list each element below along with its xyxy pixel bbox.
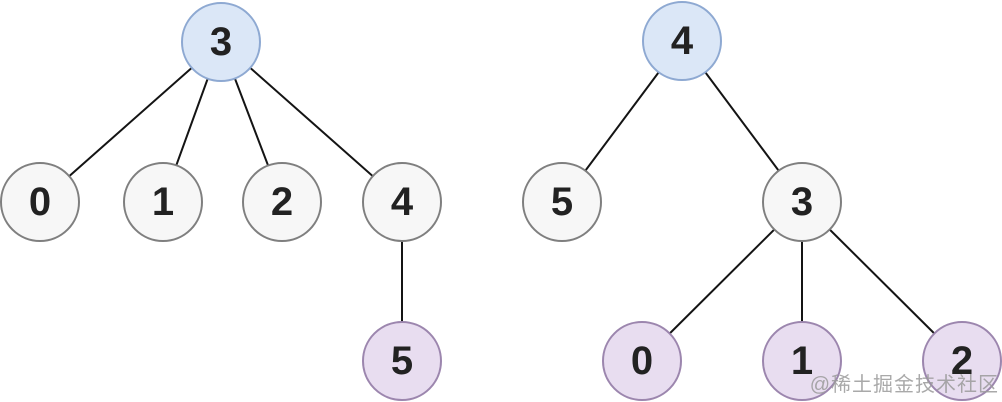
node-label: 5 — [390, 339, 414, 383]
node-label: 4 — [390, 180, 414, 224]
node-label: 1 — [151, 180, 175, 224]
tree-right-node-3: 3 — [762, 162, 842, 242]
tree-left-node-1: 1 — [123, 162, 203, 242]
tree-left-node-3: 3 — [181, 2, 261, 82]
node-label: 1 — [790, 339, 814, 383]
tree-left-node-4: 4 — [362, 162, 442, 242]
node-label: 3 — [209, 20, 233, 64]
tree-right-node-2: 2 — [922, 321, 1002, 401]
node-label: 4 — [670, 19, 694, 63]
node-label: 2 — [270, 180, 294, 224]
tree-left-node-5: 5 — [362, 321, 442, 401]
watermark-text: @稀土掘金技术社区 — [809, 374, 999, 396]
node-label: 2 — [950, 339, 974, 383]
tree-right-node-5: 5 — [522, 162, 602, 242]
tree-left-node-0: 0 — [0, 162, 80, 242]
tree-left-node-2: 2 — [242, 162, 322, 242]
node-label: 3 — [790, 180, 814, 224]
node-label: 0 — [630, 339, 654, 383]
tree-right-node-1: 1 — [762, 321, 842, 401]
tree-right-node-4: 4 — [642, 1, 722, 81]
tree-right-node-0: 0 — [602, 321, 682, 401]
node-label: 0 — [28, 180, 52, 224]
node-label: 5 — [550, 180, 574, 224]
